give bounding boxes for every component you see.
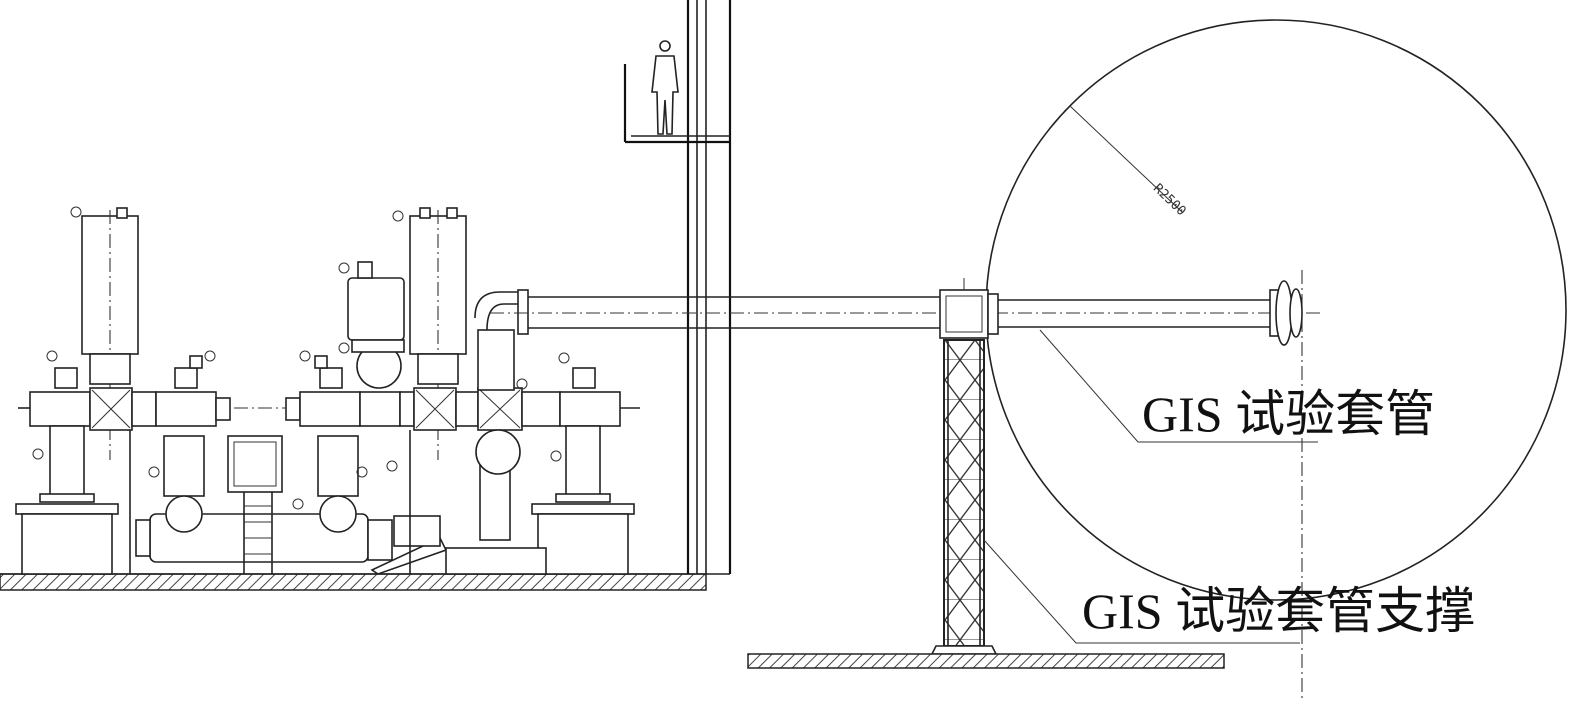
- gis-equipment-assembly: [15, 206, 640, 575]
- building-wall: [686, 0, 732, 574]
- bushing-leader-line: [1039, 329, 1318, 443]
- bushing-label: GIS 试验套管: [1142, 386, 1436, 442]
- bushing-support-label: GIS 试验套管支撑: [1082, 583, 1476, 639]
- support-leader-line: [983, 539, 1300, 644]
- person-figure: [651, 40, 679, 135]
- observation-platform: [623, 64, 730, 144]
- bushing-support-column: [930, 339, 998, 655]
- left-floor-slab: [0, 573, 730, 591]
- right-floor-slab: [747, 653, 1225, 669]
- horizontal-bus-pipe: [474, 278, 1320, 346]
- radius-dimension: R2500: [1150, 181, 1189, 219]
